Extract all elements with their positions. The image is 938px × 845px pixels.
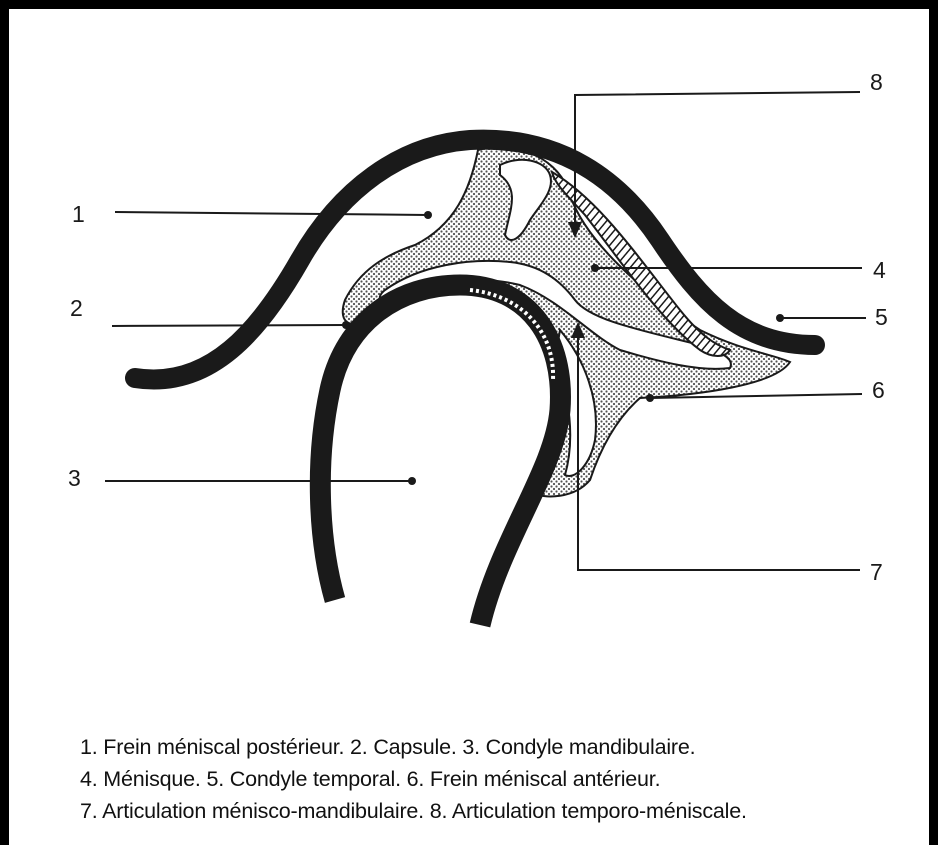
label-2: 2: [70, 295, 83, 321]
legend-line: 4. Ménisque. 5. Condyle temporal. 6. Fre…: [80, 763, 920, 795]
figure-legend: 1. Frein méniscal postérieur. 2. Capsule…: [80, 731, 920, 827]
legend-line: 1. Frein méniscal postérieur. 2. Capsule…: [80, 731, 920, 763]
label-3: 3: [68, 465, 81, 491]
label-6: 6: [872, 377, 885, 403]
mandibular-condyle: [320, 285, 560, 625]
label-4: 4: [873, 257, 886, 283]
label-5: 5: [875, 304, 888, 330]
label-1: 1: [72, 201, 85, 227]
label-7: 7: [870, 559, 883, 585]
legend-line: 7. Articulation ménisco-mandibulaire. 8.…: [80, 795, 920, 827]
label-8: 8: [870, 69, 883, 95]
